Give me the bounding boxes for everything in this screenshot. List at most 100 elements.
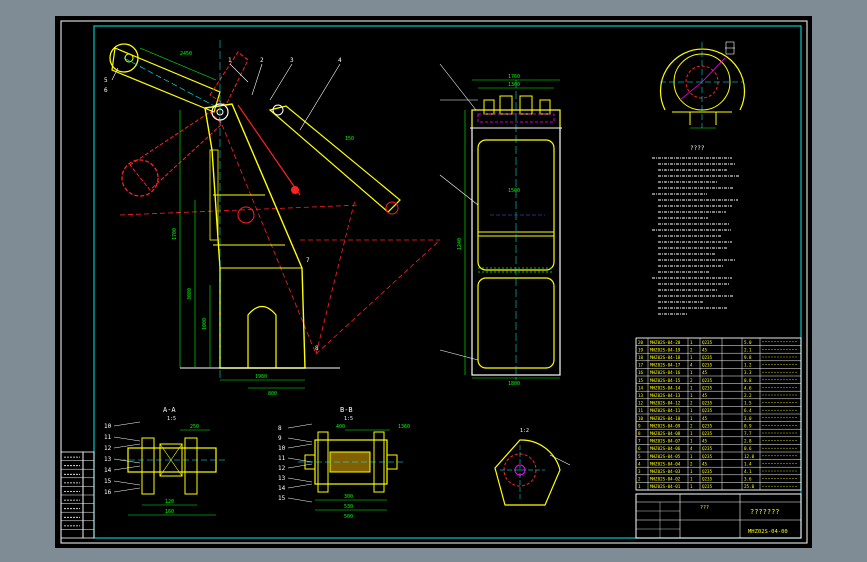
bom-cell: MHZ02S-04-10: [650, 416, 681, 421]
diagonal-brace: [268, 105, 401, 213]
svg-text:530: 530: [344, 504, 353, 510]
bom-cell: MHZ02S-04-03: [650, 469, 681, 474]
bom-cell: Q235: [702, 401, 713, 406]
main-side-view: [109, 40, 441, 389]
bom-cell: 2: [690, 378, 693, 383]
bom-cell: 13: [638, 393, 644, 398]
upper-arm: [111, 47, 221, 113]
bom-cell: Q235: [702, 469, 713, 474]
bom-cell: MHZ02S-04-05: [650, 454, 681, 459]
svg-text:160: 160: [165, 509, 174, 515]
svg-text:1300: 1300: [508, 82, 520, 88]
bom-cell: 2.1: [744, 347, 752, 352]
bom-cell: 1: [690, 408, 693, 413]
bom-cell: 3: [638, 469, 641, 474]
svg-text:1500: 1500: [508, 188, 520, 194]
callout-5: 5: [104, 77, 108, 84]
bom-cell: Q235: [702, 454, 713, 459]
bom-cell: 3.3: [744, 370, 752, 375]
section-a-a: A-A 1:5: [120, 406, 225, 516]
bom-cell: 10: [638, 416, 644, 421]
bom-cell: 1.2: [744, 363, 752, 368]
bom-cell: 9: [638, 423, 641, 428]
bom-cell: 1.4: [744, 461, 752, 466]
bom-cell: 25.0: [744, 484, 755, 489]
bom-cell: 1: [690, 477, 693, 482]
bom-cell: 19: [638, 347, 644, 352]
svg-text:1:5: 1:5: [167, 416, 176, 422]
bom-cell: Q235: [702, 363, 713, 368]
main-view-dims: 2450 1700 3080 1000 1980 800 150: [172, 51, 354, 397]
bom-cell: 2: [690, 347, 693, 352]
section-callout: 15: [278, 495, 286, 502]
title-block-name: ???????: [750, 508, 780, 516]
bom-cell: 1: [690, 484, 693, 489]
bom-cell: MHZ02S-04-14: [650, 385, 681, 390]
drawing-canvas: [55, 16, 812, 548]
bom-cell: 0.6: [744, 446, 752, 451]
bom-cell: 2: [638, 477, 641, 482]
bom-cell: 6.4: [744, 408, 752, 413]
section-b-b: B-B 1:5: [298, 406, 405, 511]
svg-text:150: 150: [345, 136, 354, 142]
bom-cell: 20: [638, 340, 644, 345]
revision-block: [60, 451, 95, 539]
bom-cell: 1: [638, 484, 641, 489]
bom-cell: MHZ02S-04-19: [650, 347, 681, 352]
bom-cell: MHZ02S-04-01: [650, 484, 681, 489]
section-callout: 13: [278, 475, 286, 482]
bom-cell: 0.8: [744, 378, 752, 383]
section-callout: 14: [278, 485, 286, 492]
bom-cell: 2: [690, 401, 693, 406]
bom-cell: 45: [702, 461, 708, 466]
svg-text:3080: 3080: [187, 288, 193, 300]
svg-text:400: 400: [336, 424, 345, 430]
bom-cell: 1: [690, 340, 693, 345]
bom-cell: 2: [690, 423, 693, 428]
swing-circle: [121, 159, 159, 197]
front-view: [439, 63, 562, 380]
callout-1: 1: [228, 57, 232, 64]
bom-cell: 3.6: [744, 477, 752, 482]
callout-3: 3: [290, 57, 294, 64]
bom-cell: 8: [638, 431, 641, 436]
callout-4: 4: [338, 57, 342, 64]
bom-cell: 45: [702, 393, 708, 398]
section-callout: 8: [278, 425, 282, 432]
technical-notes: ????: [690, 145, 705, 152]
bom-cell: Q235: [702, 484, 713, 489]
notes-heading: ????: [690, 145, 705, 152]
bom-cell: 17: [638, 363, 644, 368]
section-callout: 14: [104, 467, 112, 474]
bom-cell: 12: [638, 401, 644, 406]
bom-cell: 45: [702, 347, 708, 352]
section-a-label: A-A: [163, 406, 176, 414]
svg-text:1:5: 1:5: [344, 416, 353, 422]
bom-cell: 18: [638, 355, 644, 360]
svg-text:1760: 1760: [508, 74, 520, 80]
svg-text:1700: 1700: [172, 228, 178, 240]
svg-text:1240: 1240: [457, 238, 463, 250]
bom-cell: MHZ02S-04-20: [650, 340, 681, 345]
callout-8: 8: [315, 345, 319, 352]
bom-cell: 2.8: [744, 439, 752, 444]
svg-text:250: 250: [190, 424, 199, 430]
main-view-labels: 1 2 3 4 5 6 7 8: [104, 57, 342, 352]
bom-cell: MHZ02S-04-18: [650, 355, 681, 360]
bom-cell: MHZ02S-04-11: [650, 408, 681, 413]
section-callout: 12: [278, 465, 286, 472]
frame-arch: [247, 305, 277, 368]
bom-cell: Q235: [702, 408, 713, 413]
bom-cell: Q235: [702, 477, 713, 482]
bom-cell: 9.8: [744, 355, 752, 360]
bom-cell: 5: [638, 454, 641, 459]
bom-cell: 45: [702, 416, 708, 421]
svg-text:500: 500: [344, 514, 353, 520]
bom-cell: 11: [638, 408, 644, 413]
bom-cell: 15: [638, 378, 644, 383]
svg-text:2450: 2450: [180, 51, 192, 57]
svg-text:120: 120: [165, 499, 174, 505]
